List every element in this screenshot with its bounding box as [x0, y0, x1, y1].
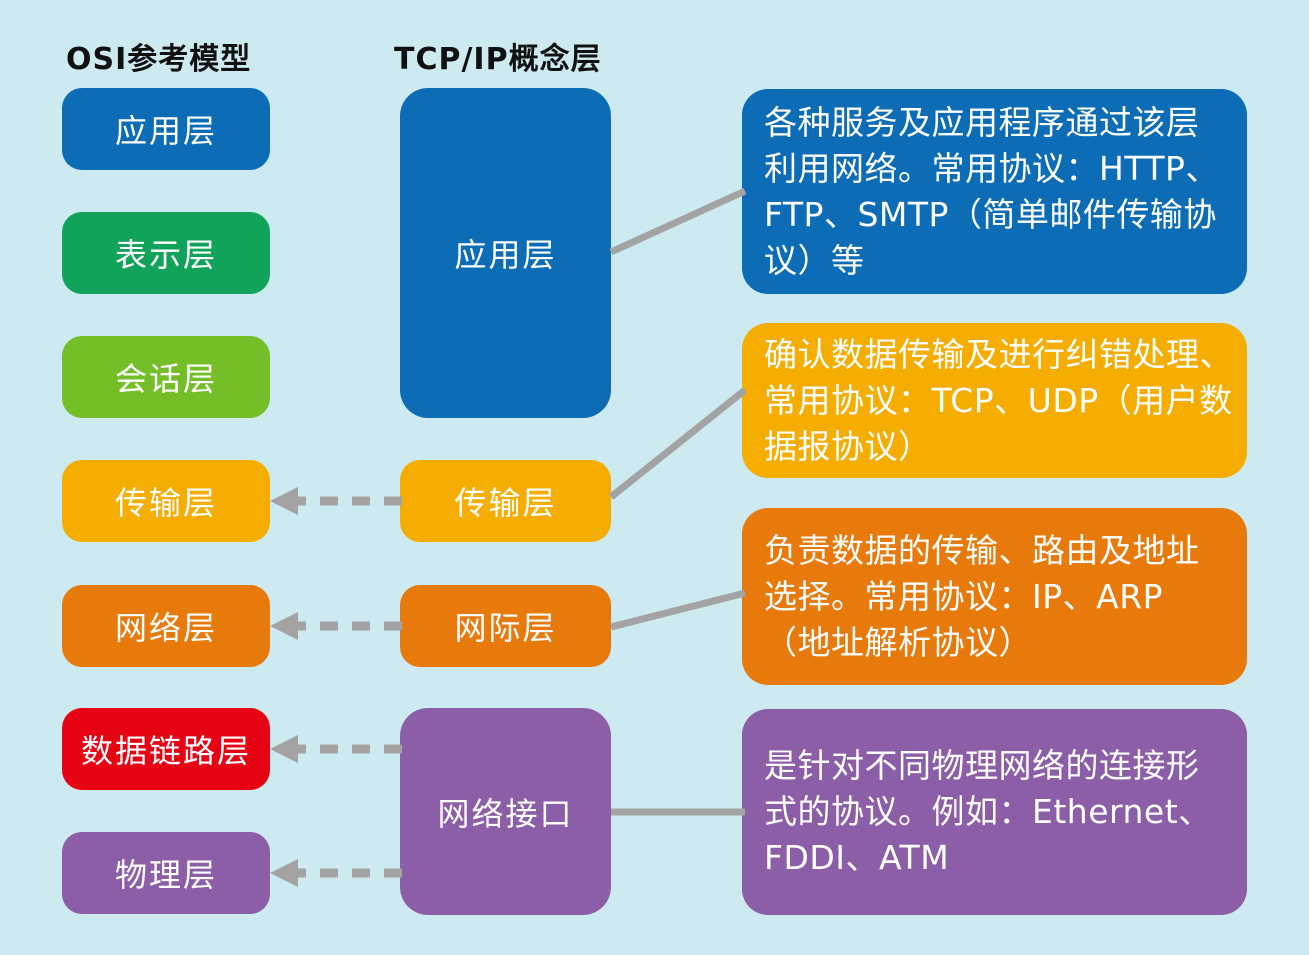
osi-layer-transport: 传输层 — [62, 460, 270, 542]
osi-layer-session: 会话层 — [62, 336, 270, 418]
osi-layer-application: 应用层 — [62, 88, 270, 170]
connector-line-application — [609, 187, 747, 256]
connector-line-transport — [608, 387, 748, 500]
dashed-arrow-datalink-head — [270, 735, 298, 763]
dashed-arrow-transport-head — [270, 487, 298, 515]
tcpip-layer-internet: 网际层 — [400, 585, 611, 667]
osi-layer-presentation: 表示层 — [62, 212, 270, 294]
description-network-interface: 是针对不同物理网络的连接形 式的协议。例如：Ethernet、 FDDI、ATM — [742, 709, 1247, 915]
osi-column-title: OSI参考模型 — [66, 42, 252, 77]
osi-layer-physical: 物理层 — [62, 832, 270, 914]
description-internet: 负责数据的传输、路由及地址 选择。常用协议：IP、ARP （地址解析协议） — [742, 508, 1247, 685]
dashed-arrow-physical-head — [270, 859, 298, 887]
tcpip-column-title: TCP/IP概念层 — [394, 42, 602, 77]
connector-line-internet — [610, 589, 746, 631]
dashed-arrow-network-head — [270, 612, 298, 640]
tcpip-layer-application: 应用层 — [400, 88, 611, 418]
tcpip-layer-transport: 传输层 — [400, 460, 611, 542]
description-application: 各种服务及应用程序通过该层 利用网络。常用协议：HTTP、 FTP、SMTP（简… — [742, 89, 1247, 294]
osi-layer-network: 网络层 — [62, 585, 270, 667]
osi-layer-datalink: 数据链路层 — [62, 708, 270, 790]
description-transport: 确认数据传输及进行纠错处理、 常用协议：TCP、UDP（用户数 据报协议） — [742, 323, 1247, 478]
tcpip-layer-network-interface: 网络接口 — [400, 708, 611, 915]
